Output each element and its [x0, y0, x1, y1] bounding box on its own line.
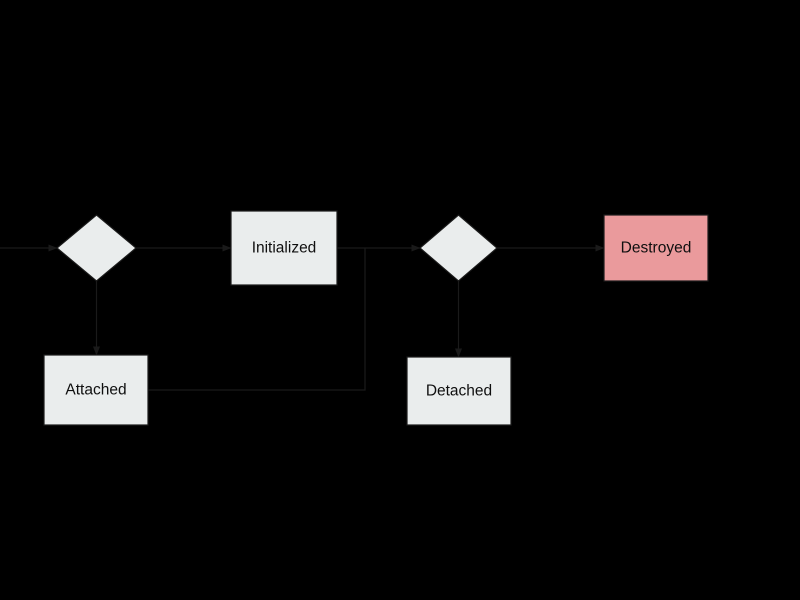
node-shape-rect[interactable] — [406, 356, 512, 426]
node-decision-2[interactable] — [419, 214, 498, 282]
node-shape-rect[interactable] — [43, 354, 149, 426]
node-shape-rect[interactable] — [603, 214, 709, 282]
node-label-destroyed: Destroyed — [621, 240, 692, 257]
node-attached[interactable]: Attached — [43, 354, 149, 426]
node-initialized[interactable]: Initialized — [230, 210, 338, 286]
node-shape-diamond[interactable] — [419, 214, 498, 282]
node-decision-1[interactable] — [56, 214, 137, 282]
node-destroyed[interactable]: Destroyed — [603, 214, 709, 282]
node-label-initialized: Initialized — [252, 240, 317, 257]
node-label-attached: Attached — [65, 382, 126, 399]
edges-layer — [0, 244, 605, 391]
node-label-detached: Detached — [426, 383, 492, 400]
node-shape-rect[interactable] — [230, 210, 338, 286]
node-shape-diamond[interactable] — [56, 214, 137, 282]
edge-edge-attached-to-decision-2 — [148, 248, 366, 391]
node-detached[interactable]: Detached — [406, 356, 512, 426]
